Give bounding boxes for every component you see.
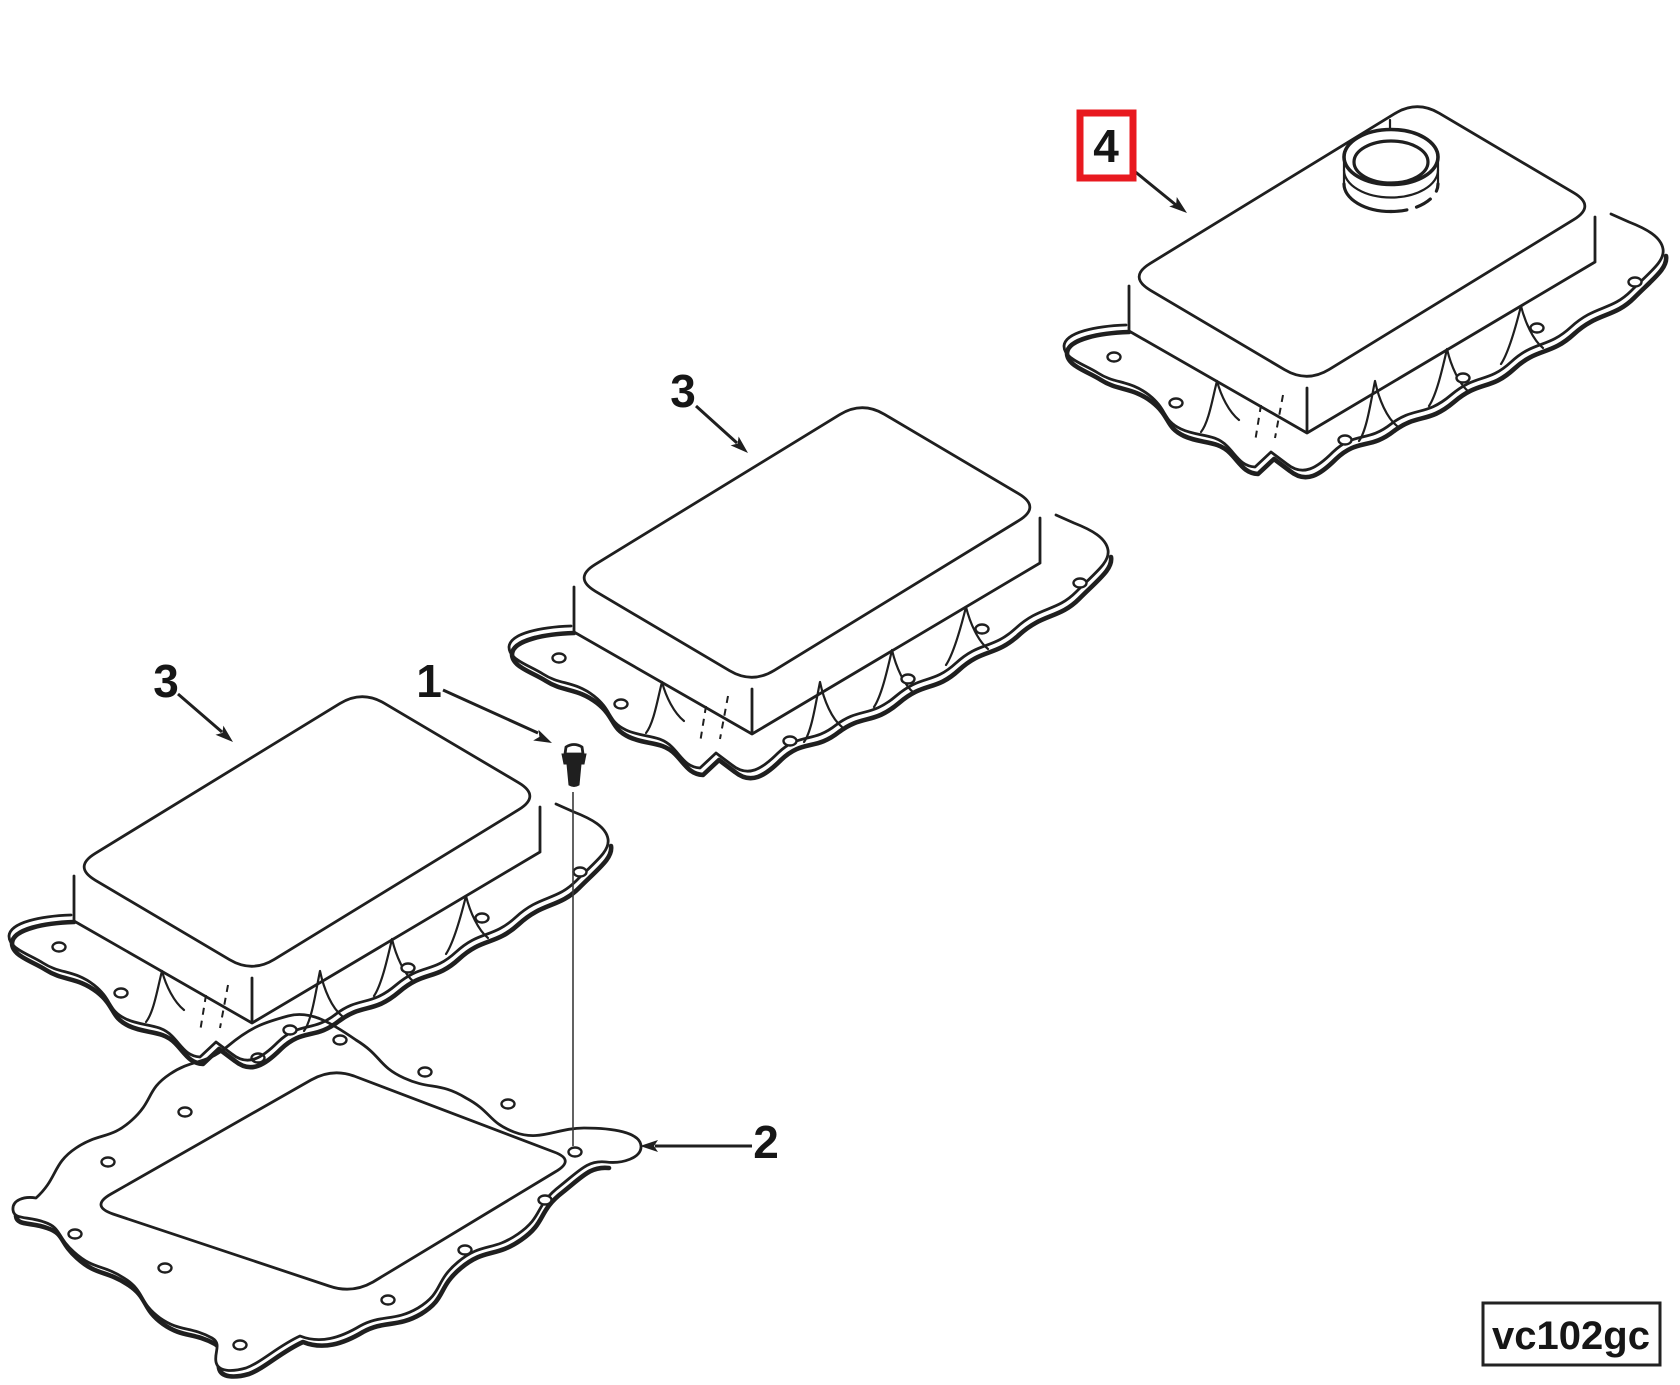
valve-cover-top-right xyxy=(1064,107,1666,477)
arrowhead-icon xyxy=(1169,197,1187,213)
callout-arrow xyxy=(1132,168,1177,207)
callout-arrow xyxy=(442,688,539,735)
callout-label-3-middle[interactable]: 3 xyxy=(670,365,696,417)
callout-label-2[interactable]: 2 xyxy=(753,1116,779,1168)
valve-cover-middle xyxy=(509,408,1111,778)
arrowhead-icon xyxy=(730,436,748,453)
callout-2[interactable]: 2 xyxy=(640,1116,779,1168)
callout-label-3-lower[interactable]: 3 xyxy=(153,655,179,707)
callout-1[interactable]: 1 xyxy=(416,655,554,748)
highlight-box xyxy=(1076,109,1137,182)
filler-neck xyxy=(1342,118,1440,214)
callout-arrow xyxy=(177,692,223,734)
valve-cover-bottom-left xyxy=(9,697,611,1067)
figure-code-box: vc102gc xyxy=(1481,1301,1662,1367)
callout-4[interactable]: 4 xyxy=(1076,109,1191,218)
callout-3-lower[interactable]: 3 xyxy=(153,655,237,747)
callout-label-4[interactable]: 4 xyxy=(1093,120,1119,172)
callout-arrow xyxy=(694,404,739,445)
gasket-part xyxy=(11,1013,643,1379)
callout-3-middle[interactable]: 3 xyxy=(670,365,752,457)
arrowhead-icon xyxy=(640,1140,658,1152)
arrowhead-icon xyxy=(533,729,552,743)
figure-code-label: vc102gc xyxy=(1492,1314,1650,1358)
screw-part xyxy=(561,743,587,787)
arrowhead-icon xyxy=(215,725,233,742)
callout-label-1[interactable]: 1 xyxy=(416,655,442,707)
